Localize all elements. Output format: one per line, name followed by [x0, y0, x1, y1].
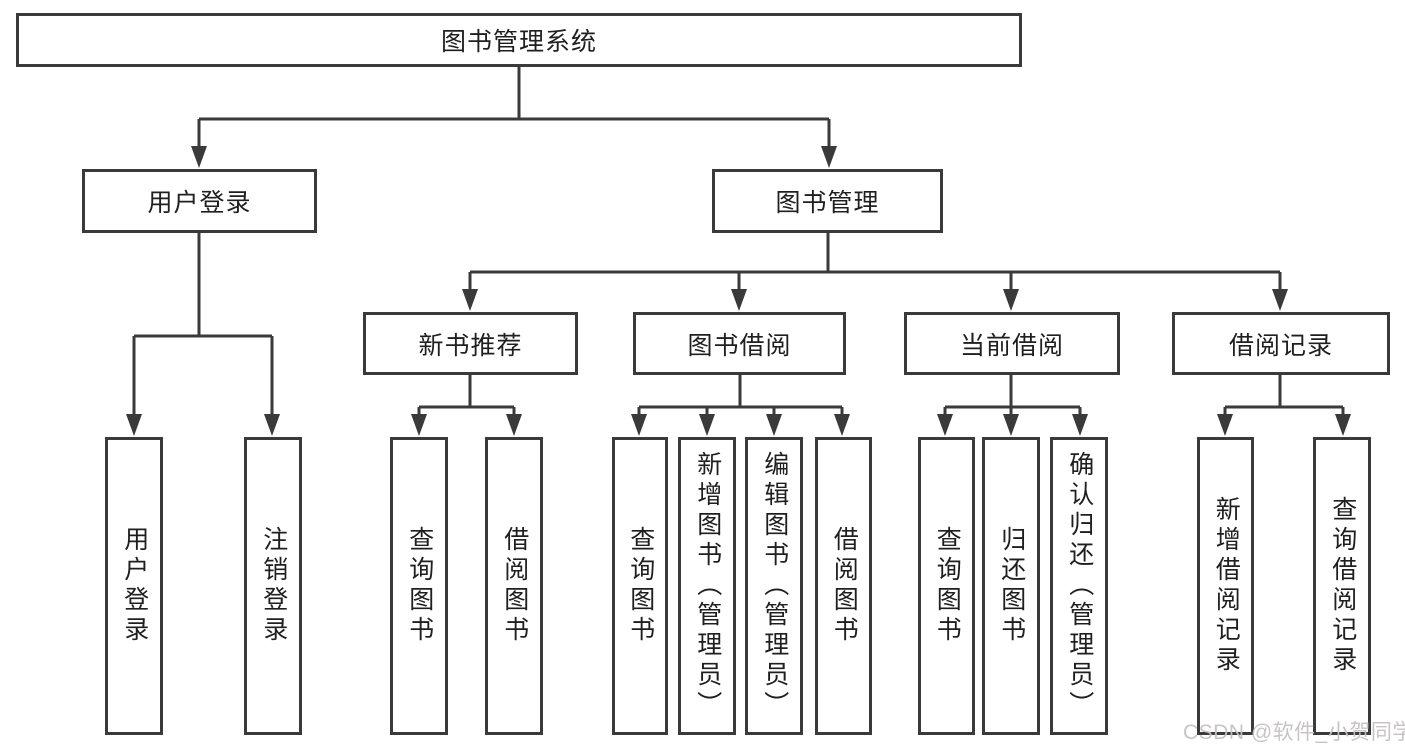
leaf-query-books-3-label: 查询图书	[933, 526, 962, 646]
leaf-borrow-books-2-label: 借阅图书	[830, 526, 859, 646]
leaf-query-books-1: 查询图书	[390, 437, 448, 735]
leaf-user-login: 用户登录	[105, 437, 163, 735]
leaf-add-books-admin: 新增图书（管理员）	[678, 437, 736, 735]
node-borrow-records-label: 借阅记录	[1228, 331, 1333, 360]
node-book-borrow-label: 图书借阅	[687, 331, 792, 360]
node-root-label: 图书管理系统	[440, 28, 597, 56]
node-user-login-label: 用户登录	[147, 189, 252, 217]
leaf-add-borrow-record: 新增借阅记录	[1197, 437, 1254, 735]
node-current-borrow-label: 当前借阅	[959, 331, 1064, 360]
leaf-borrow-books-1-label: 借阅图书	[500, 526, 529, 646]
node-current-borrow: 当前借阅	[904, 312, 1120, 375]
node-book-management-label: 图书管理	[775, 189, 880, 217]
leaf-logout: 注销登录	[244, 437, 302, 735]
leaf-borrow-books-2: 借阅图书	[815, 437, 872, 735]
leaf-edit-books-admin: 编辑图书（管理员）	[745, 437, 803, 735]
node-root: 图书管理系统	[16, 13, 1022, 67]
leaf-confirm-return-admin-label: 确认归还（管理员）	[1065, 451, 1094, 721]
node-borrow-records: 借阅记录	[1172, 312, 1390, 375]
leaf-query-books-2-label: 查询图书	[626, 526, 655, 646]
leaf-edit-books-admin-label: 编辑图书（管理员）	[760, 451, 789, 721]
leaf-add-borrow-record-label: 新增借阅记录	[1212, 496, 1241, 676]
leaf-query-books-3: 查询图书	[918, 437, 975, 735]
leaf-user-login-label: 用户登录	[120, 526, 149, 646]
leaf-borrow-books-1: 借阅图书	[485, 437, 543, 735]
csdn-watermark: CSDN @软件_小贺同学	[1183, 721, 1405, 744]
leaf-confirm-return-admin: 确认归还（管理员）	[1050, 437, 1108, 735]
leaf-add-books-admin-label: 新增图书（管理员）	[693, 451, 722, 721]
node-user-login: 用户登录	[82, 169, 317, 233]
leaf-logout-label: 注销登录	[259, 526, 288, 646]
leaf-return-books: 归还图书	[982, 437, 1040, 735]
arrowheads	[126, 146, 1351, 436]
connector-lines	[132, 67, 1345, 416]
node-new-book-recommend-label: 新书推荐	[418, 331, 523, 360]
leaf-query-books-2: 查询图书	[612, 437, 668, 735]
node-new-book-recommend: 新书推荐	[363, 312, 578, 375]
leaf-query-books-1-label: 查询图书	[405, 526, 434, 646]
leaf-query-borrow-record: 查询借阅记录	[1313, 437, 1371, 735]
node-book-borrow: 图书借阅	[633, 312, 846, 375]
leaf-return-books-label: 归还图书	[997, 526, 1026, 646]
leaf-query-borrow-record-label: 查询借阅记录	[1328, 496, 1357, 676]
node-book-management: 图书管理	[712, 169, 943, 233]
